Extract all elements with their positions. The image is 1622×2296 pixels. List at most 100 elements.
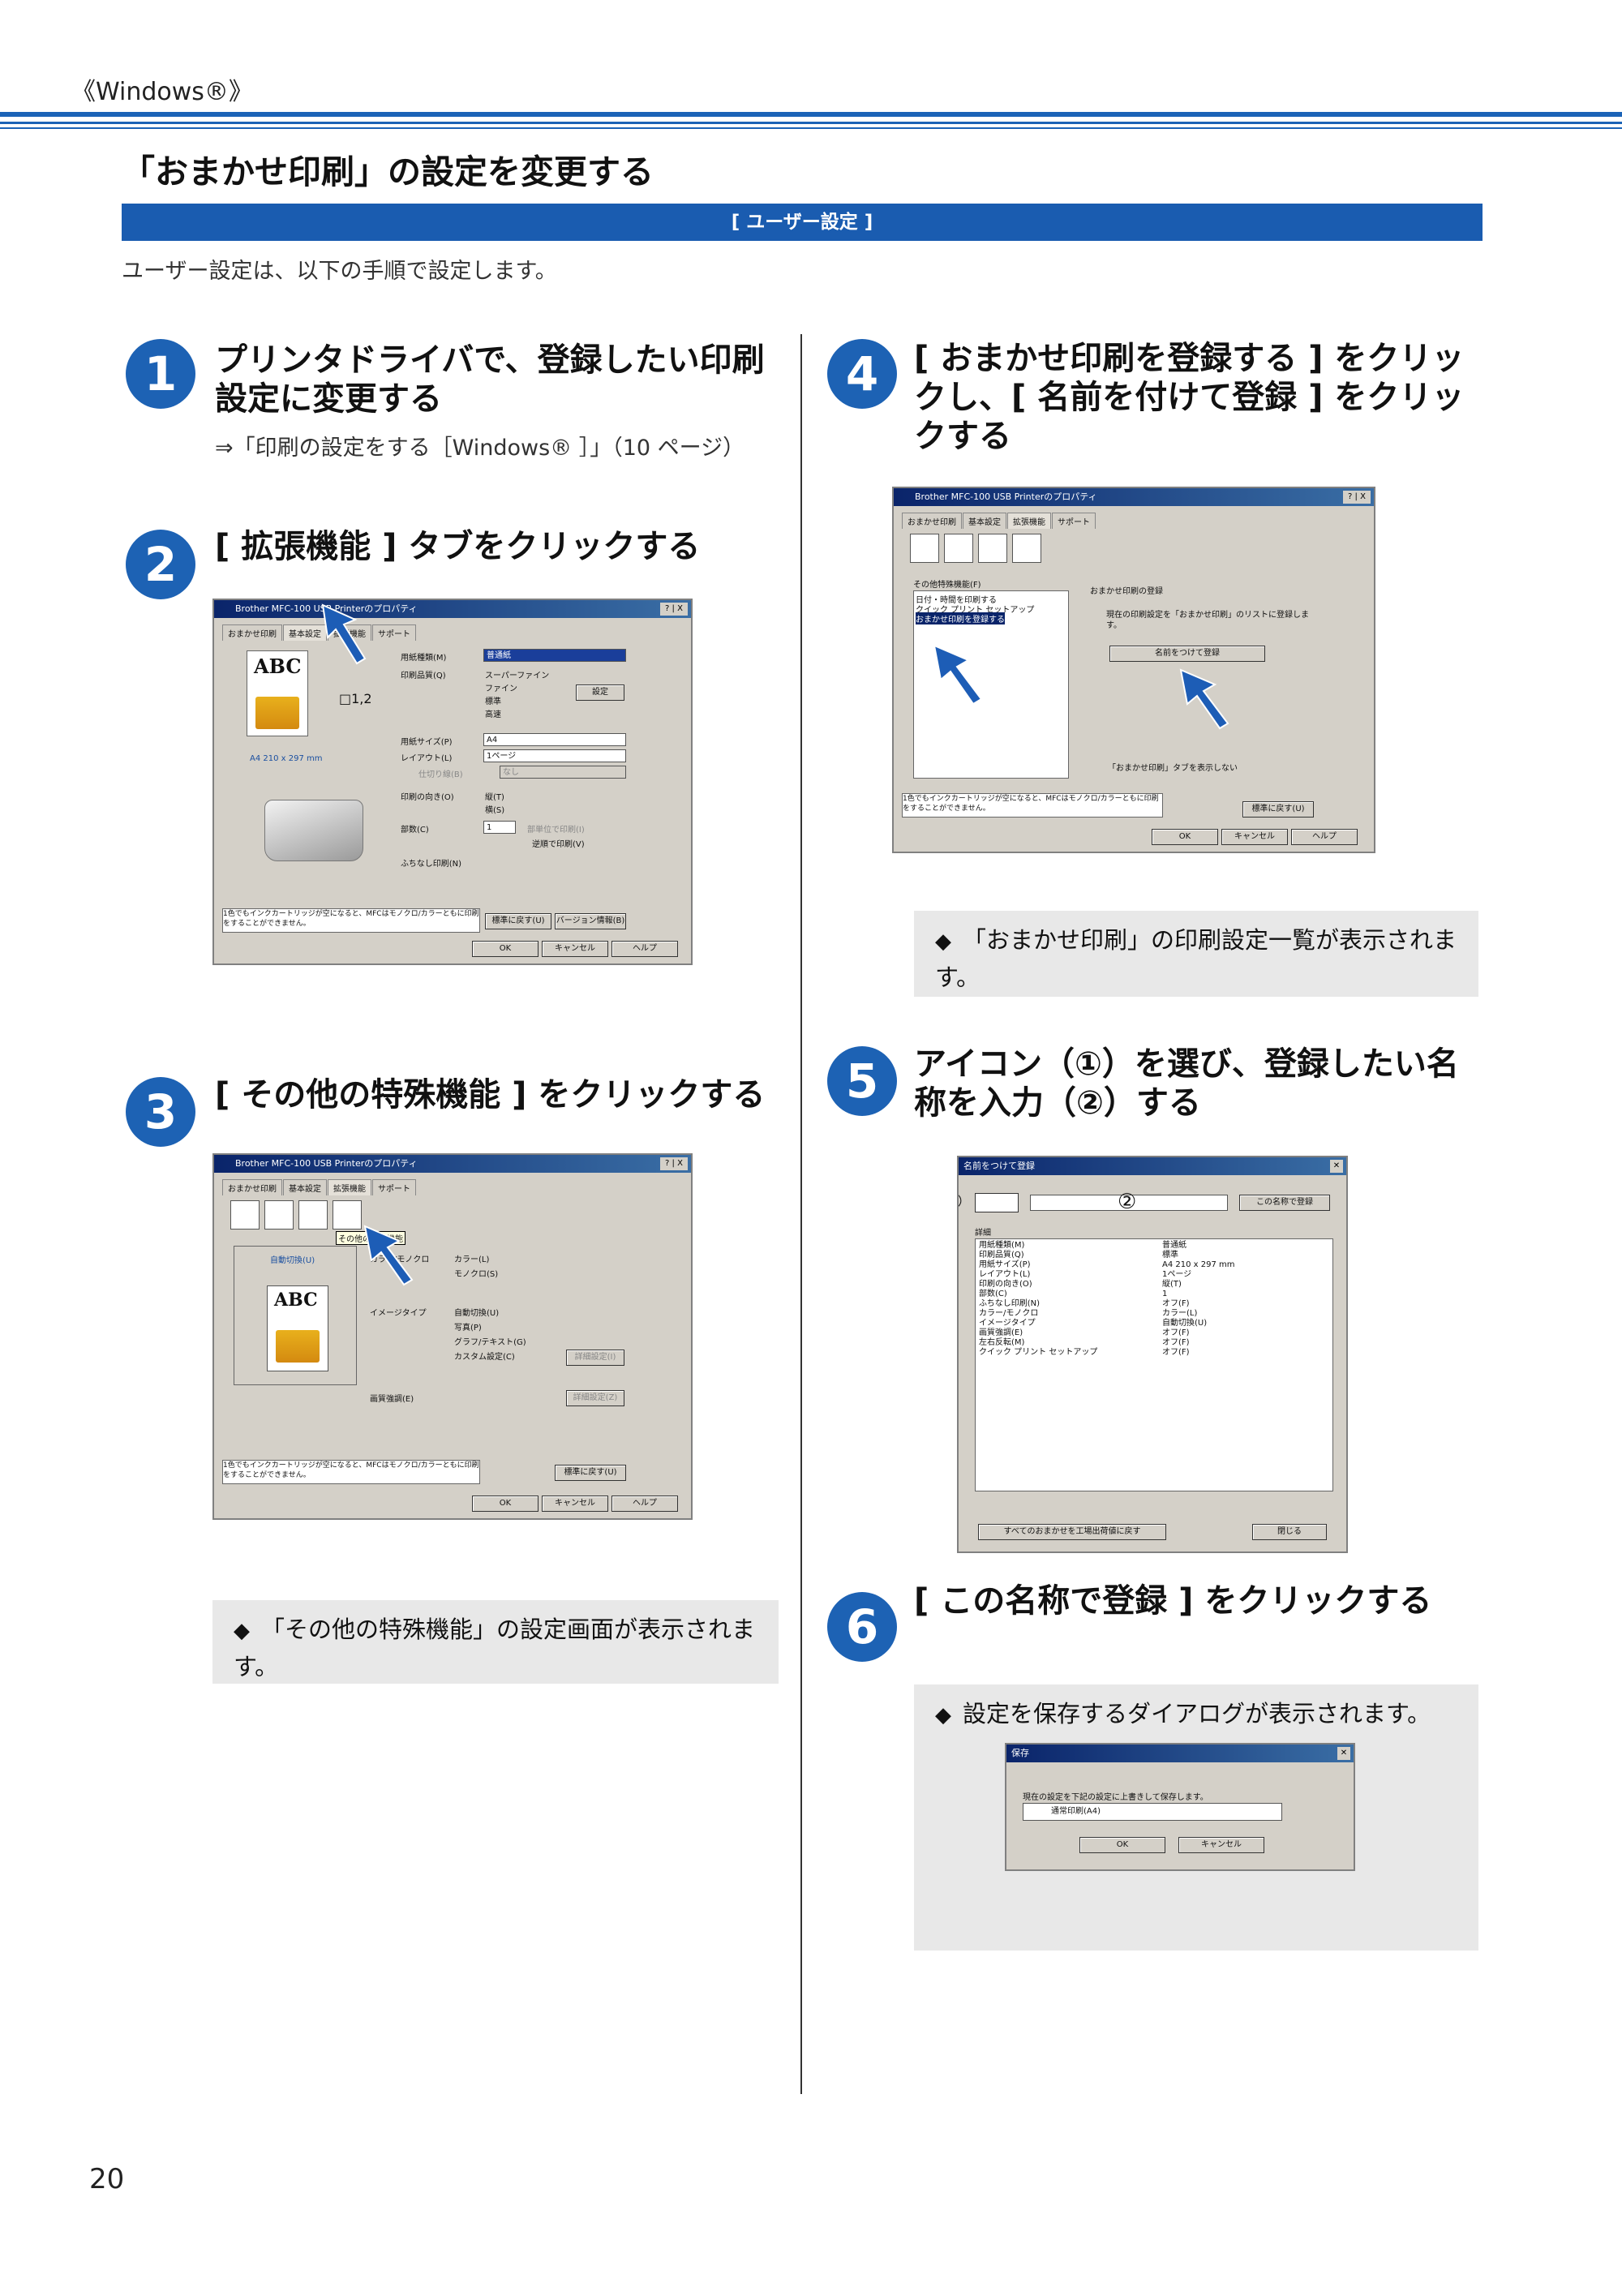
header-rule-thin <box>0 122 1622 124</box>
quality-option-1[interactable]: スーパーファイン <box>485 672 550 680</box>
reverse-checkbox[interactable]: 逆順で印刷(V) <box>532 840 585 849</box>
default-button[interactable]: 標準に戻す(U) <box>1242 801 1314 818</box>
tab-advanced[interactable]: 拡張機能 <box>1007 513 1051 529</box>
quality-label: 印刷品質(Q) <box>401 672 446 680</box>
quality-option-2[interactable]: ファイン <box>485 685 517 693</box>
copies-input[interactable]: 1 <box>483 821 516 834</box>
tab-omakase[interactable]: おまかせ印刷 <box>222 624 282 641</box>
cancel-button[interactable]: キャンセル <box>542 1496 608 1512</box>
tab-support[interactable]: サポート <box>372 624 416 641</box>
tab-advanced[interactable]: 拡張機能 <box>328 1179 371 1195</box>
preset-select[interactable]: 通常印刷(A4) <box>1023 1803 1282 1821</box>
help-close-buttons[interactable]: ? | X <box>1343 491 1371 504</box>
name-input[interactable] <box>1030 1195 1228 1211</box>
save-dialog: 保存✕ 現在の設定を下記の設定に上書きして保存します。 通常印刷(A4) OK … <box>1005 1743 1355 1871</box>
ok-button[interactable]: OK <box>472 941 539 957</box>
step-6-number: 6 <box>827 1592 897 1662</box>
list-item-quick[interactable]: クイック プリント セットアップ <box>916 606 1035 615</box>
tab-support[interactable]: サポート <box>372 1179 416 1195</box>
color-option-color[interactable]: カラー(L) <box>454 1255 490 1264</box>
orientation-portrait[interactable]: 縦(T) <box>485 793 504 802</box>
list-item-register[interactable]: おまかせ印刷を登録する <box>916 612 1005 624</box>
help-button[interactable]: ヘルプ <box>1291 829 1358 845</box>
settings-button[interactable]: 設定 <box>576 685 624 701</box>
help-button[interactable]: ヘルプ <box>611 941 678 957</box>
detail-value: オフ(F) <box>1162 1328 1190 1337</box>
step-4-number: 4 <box>827 339 897 409</box>
default-button[interactable]: 標準に戻す(U) <box>485 913 551 929</box>
note-step-3: ◆「その他の特殊機能」の設定画面が表示されます。 <box>212 1600 779 1684</box>
feature-icons <box>230 1200 362 1232</box>
color-option-mono[interactable]: モノクロ(S) <box>454 1270 499 1279</box>
tab-omakase[interactable]: おまかせ印刷 <box>902 513 962 529</box>
save-with-name-button[interactable]: 名前をつけて登録 <box>1109 646 1265 662</box>
close-button[interactable]: ✕ <box>1337 1747 1350 1760</box>
diamond-bullet-icon: ◆ <box>234 1619 250 1643</box>
special-functions-icon[interactable] <box>1012 534 1041 563</box>
detail-button-2[interactable]: 詳細設定(Z) <box>566 1390 624 1406</box>
detail-key: 用紙種類(M) <box>979 1241 1025 1250</box>
function-list[interactable]: 日付・時間を印刷する クイック プリント セットアップ おまかせ印刷を登録する <box>913 590 1069 779</box>
orientation-landscape[interactable]: 横(S) <box>485 806 505 815</box>
note-text: 設定を保存するダイアログが表示されます。 <box>963 1700 1431 1727</box>
help-close-buttons[interactable]: ? | X <box>660 603 688 616</box>
tab-omakase[interactable]: おまかせ印刷 <box>222 1179 282 1195</box>
register-name-button[interactable]: この名称で登録 <box>1239 1195 1330 1211</box>
version-button[interactable]: バージョン情報(B) <box>555 913 626 929</box>
scaling-icon[interactable] <box>944 534 973 563</box>
color-icon[interactable] <box>230 1200 260 1230</box>
detail-key: レイアウト(L) <box>979 1270 1031 1279</box>
help-close-buttons[interactable]: ? | X <box>660 1157 688 1170</box>
color-icon[interactable] <box>910 534 939 563</box>
ok-button[interactable]: OK <box>472 1496 539 1512</box>
tab-basic[interactable]: 基本設定 <box>283 1179 327 1195</box>
tab-support[interactable]: サポート <box>1052 513 1096 529</box>
special-functions-icon[interactable] <box>333 1200 362 1230</box>
detail-key: 部数(C) <box>979 1290 1007 1298</box>
close-button[interactable]: ✕ <box>1330 1160 1343 1173</box>
borderless-checkbox[interactable]: ふちなし印刷(N) <box>401 860 461 869</box>
collate-checkbox[interactable]: 部単位で印刷(I) <box>527 826 585 835</box>
ok-button[interactable]: OK <box>1152 829 1218 845</box>
quality-option-4[interactable]: 高速 <box>485 710 501 719</box>
save-message: 現在の設定を下記の設定に上書きして保存します。 <box>1023 1793 1208 1802</box>
step-1-reference: ⇒「印刷の設定をする［Windows® ］」（10 ページ） <box>215 436 745 461</box>
diamond-bullet-icon: ◆ <box>935 1703 951 1727</box>
border-select[interactable]: なし <box>500 766 626 779</box>
watermark-icon[interactable] <box>978 534 1007 563</box>
image-option-auto[interactable]: 自動切換(U) <box>454 1309 500 1318</box>
detail-list[interactable]: 用紙種類(M)印刷品質(Q)用紙サイズ(P)レイアウト(L)印刷の向き(O)部数… <box>975 1238 1333 1491</box>
help-button[interactable]: ヘルプ <box>611 1496 678 1512</box>
default-button[interactable]: 標準に戻す(U) <box>555 1465 626 1481</box>
layout-select[interactable]: 1ページ <box>483 749 626 762</box>
paper-type-select[interactable]: 普通紙 <box>483 649 626 662</box>
image-option-photo[interactable]: 写真(P) <box>454 1324 482 1333</box>
dialog-title: Brother MFC-100 USB Printerのプロパティ <box>915 491 1097 502</box>
icon-select[interactable] <box>975 1193 1019 1212</box>
scaling-icon[interactable] <box>264 1200 294 1230</box>
tab-basic[interactable]: 基本設定 <box>963 513 1006 529</box>
cancel-button[interactable]: キャンセル <box>1221 829 1288 845</box>
dialog-titlebar: Brother MFC-100 USB Printerのプロパティ? | X <box>214 1155 691 1173</box>
ok-button[interactable]: OK <box>1079 1837 1165 1853</box>
layout-label: レイアウト(L) <box>401 754 453 763</box>
hide-tab-checkbox[interactable]: 「おまかせ印刷」タブを表示しない <box>1108 764 1238 773</box>
paper-size-select[interactable]: A4 <box>483 733 626 746</box>
diamond-bullet-icon: ◆ <box>935 929 951 954</box>
image-option-graph[interactable]: グラフ/テキスト(G) <box>454 1338 526 1347</box>
list-item-date[interactable]: 日付・時間を印刷する <box>916 596 997 605</box>
detail-value: 1 <box>1162 1290 1168 1298</box>
cancel-button[interactable]: キャンセル <box>542 941 608 957</box>
image-option-custom[interactable]: カスタム設定(C) <box>454 1353 515 1362</box>
watermark-icon[interactable] <box>298 1200 328 1230</box>
detail-value: カラー(L) <box>1162 1309 1198 1318</box>
detail-button[interactable]: 詳細設定(I) <box>566 1350 624 1366</box>
enhance-checkbox[interactable]: 画質強調(E) <box>370 1395 414 1404</box>
close-dialog-button[interactable]: 閉じる <box>1252 1524 1327 1540</box>
detail-key: ふちなし印刷(N) <box>979 1299 1040 1308</box>
step-4-text: [ おまかせ印刷を登録する ] をクリックし、[ 名前を付けて登録 ] をクリッ… <box>914 340 1465 455</box>
quality-option-3[interactable]: 標準 <box>485 697 501 706</box>
reset-all-button[interactable]: すべてのおまかせを工場出荷値に戻す <box>978 1524 1166 1540</box>
cancel-button[interactable]: キャンセル <box>1178 1837 1264 1853</box>
